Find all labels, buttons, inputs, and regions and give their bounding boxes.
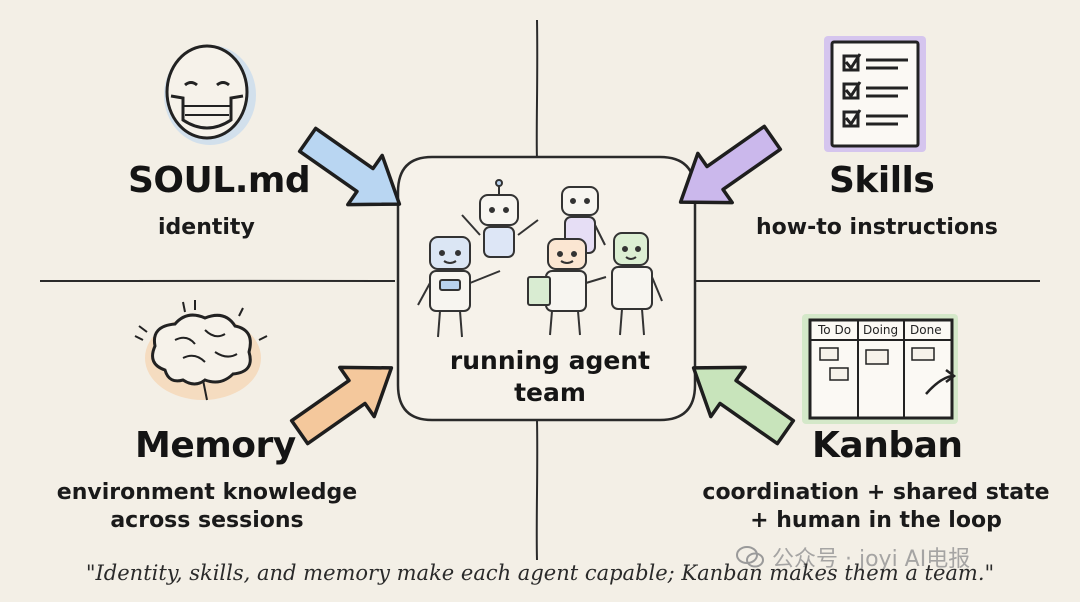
arrow-skills-icon xyxy=(678,124,783,205)
robot-front-middle xyxy=(527,238,607,336)
wechat-icon xyxy=(736,546,764,568)
robot-back-left xyxy=(461,179,539,258)
skills-title: Skills xyxy=(829,160,935,201)
kanban-subtitle-line2: + human in the loop xyxy=(750,508,1002,533)
memory-subtitle-line1: environment knowledge xyxy=(56,480,358,505)
kanban-title: Kanban xyxy=(812,425,963,466)
masked-face-icon xyxy=(164,44,256,145)
arrow-kanban-icon xyxy=(691,365,796,446)
memory-subtitle-line2: across sessions xyxy=(110,508,304,533)
soul-title: SOUL.md xyxy=(128,160,311,201)
memory-title: Memory xyxy=(135,425,296,466)
kanban-column-doing: Doing xyxy=(863,323,899,337)
kanban-column-todo: To Do xyxy=(818,323,852,337)
skills-subtitle: how-to instructions xyxy=(756,215,998,240)
robot-front-left xyxy=(417,236,501,338)
robot-front-right xyxy=(611,232,663,336)
footer-quote: "Identity, skills, and memory make each … xyxy=(85,561,995,585)
arrow-soul-icon xyxy=(297,126,402,207)
soul-subtitle: identity xyxy=(158,215,255,240)
kanban-column-done: Done xyxy=(910,323,942,337)
kanban-board-icon xyxy=(802,314,958,424)
center-label-line1: running agent xyxy=(449,346,651,375)
kanban-subtitle-line1: coordination + shared state xyxy=(702,480,1050,505)
arrow-memory-icon xyxy=(289,365,394,446)
robot-team-icon xyxy=(417,179,663,338)
checklist-icon xyxy=(824,36,926,152)
brain-icon xyxy=(134,300,268,401)
watermark: 公众号 · joyi AI电报 xyxy=(736,541,970,573)
center-label-line2: team xyxy=(514,378,586,407)
watermark-text: 公众号 · joyi AI电报 xyxy=(772,547,971,572)
